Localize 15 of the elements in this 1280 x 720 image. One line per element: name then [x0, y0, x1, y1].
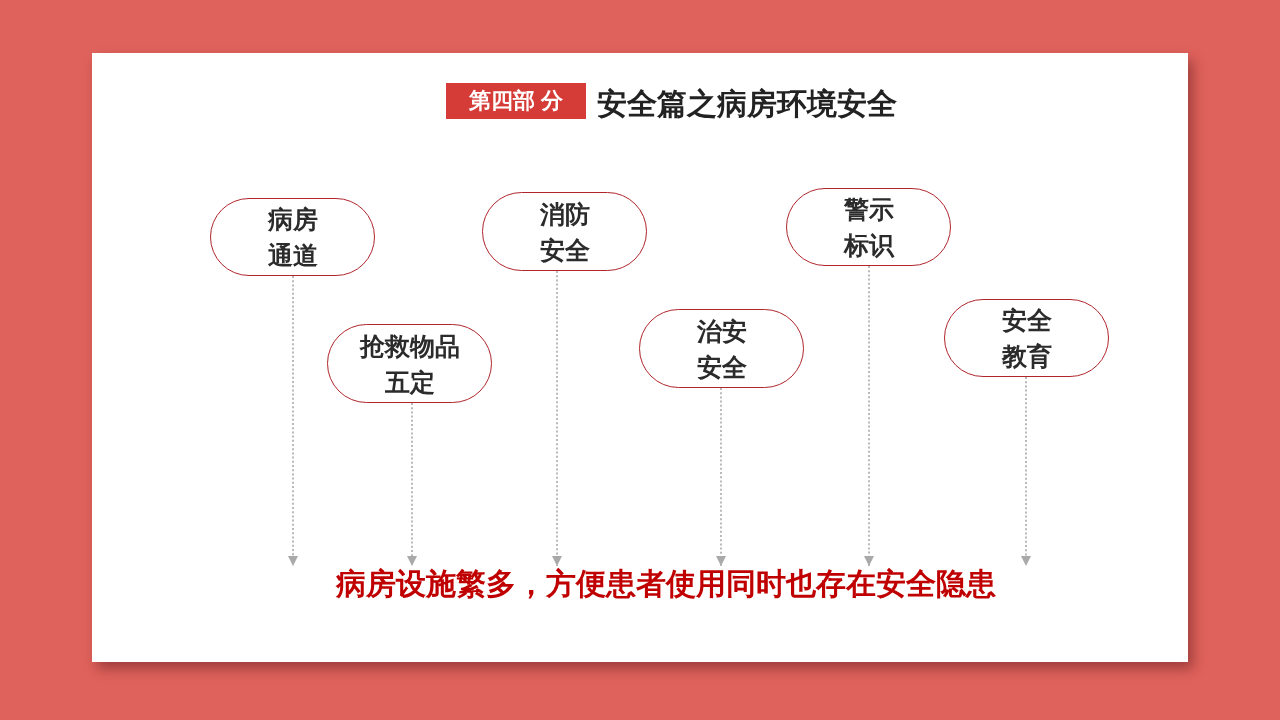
topic-label: 治安安全: [695, 315, 748, 383]
arrow: [552, 270, 562, 567]
arrow: [407, 402, 417, 567]
slide-title: 安全篇之病房环境安全: [597, 86, 897, 122]
arrow: [288, 275, 298, 567]
topic-label: 警示标识: [842, 194, 896, 261]
arrow: [864, 265, 874, 567]
topic-label: 消防安全: [538, 198, 591, 266]
topic-label: 抢救物品五定: [358, 330, 461, 398]
topic-label: 安全教育: [1000, 305, 1053, 372]
arrow: [716, 387, 726, 567]
conclusion-text: 病房设施繁多，方便患者使用同时也存在安全隐患: [336, 566, 996, 602]
section-tag: 第四部 分: [446, 83, 586, 119]
topic-label: 病房通道: [266, 204, 319, 271]
arrow: [1021, 376, 1031, 567]
